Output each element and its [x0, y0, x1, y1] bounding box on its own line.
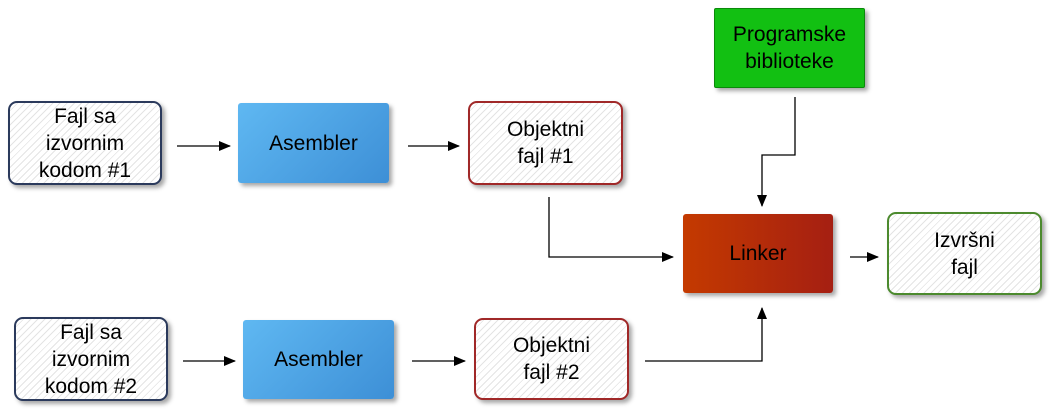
source-file-1-text: Fajl sa izvornim kodom #1: [39, 103, 131, 184]
executable-file-line2: fajl: [951, 255, 978, 279]
linker-label: Linker: [729, 242, 787, 265]
object-file-1-text: Objektni fajl #1: [507, 116, 584, 170]
source-file-2-line1: Fajl sa: [60, 320, 122, 344]
arrow-object2-to-linker: [645, 307, 767, 362]
assembler-2-box: Asembler: [243, 320, 394, 399]
object-file-2-text: Objektni fajl #2: [513, 332, 590, 386]
libraries-line2: biblioteke: [745, 50, 834, 73]
source-file-1-box: Fajl sa izvornim kodom #1: [8, 101, 162, 185]
executable-file-text: Izvršni fajl: [934, 227, 995, 281]
source-file-2-line3: kodom #2: [44, 374, 138, 398]
source-file-1-line2: izvornim: [45, 131, 125, 155]
assembler-2-label: Asembler: [274, 348, 363, 371]
object-file-2-box: Objektni fajl #2: [474, 318, 629, 400]
object-file-2-line2: fajl #2: [523, 361, 580, 384]
assembler-1-box: Asembler: [238, 103, 389, 183]
source-file-1-line1: Fajl sa: [54, 104, 116, 128]
libraries-line1: Programske: [732, 23, 847, 46]
object-file-2-line1: Objektni: [512, 334, 591, 357]
assembler-1-label: Asembler: [269, 131, 358, 155]
object-file-1-line1: Objektni: [506, 118, 585, 141]
source-file-2-line2: izvornim: [51, 347, 131, 371]
executable-file-line1: Izvršni: [934, 228, 995, 252]
arrow-object1-to-linker: [548, 197, 674, 262]
libraries-text: Programske biblioteke: [733, 21, 846, 75]
source-file-1-line3: kodom #1: [38, 158, 132, 182]
linker-box: Linker: [683, 214, 833, 293]
object-file-1-line2: fajl #1: [517, 145, 574, 168]
libraries-box: Programske biblioteke: [714, 8, 865, 88]
executable-file-box: Izvršni fajl: [887, 212, 1042, 295]
arrow-libraries-to-linker: [757, 97, 796, 207]
object-file-1-box: Objektni fajl #1: [468, 101, 623, 185]
source-file-2-text: Fajl sa izvornim kodom #2: [45, 319, 137, 400]
source-file-2-box: Fajl sa izvornim kodom #2: [14, 317, 168, 401]
